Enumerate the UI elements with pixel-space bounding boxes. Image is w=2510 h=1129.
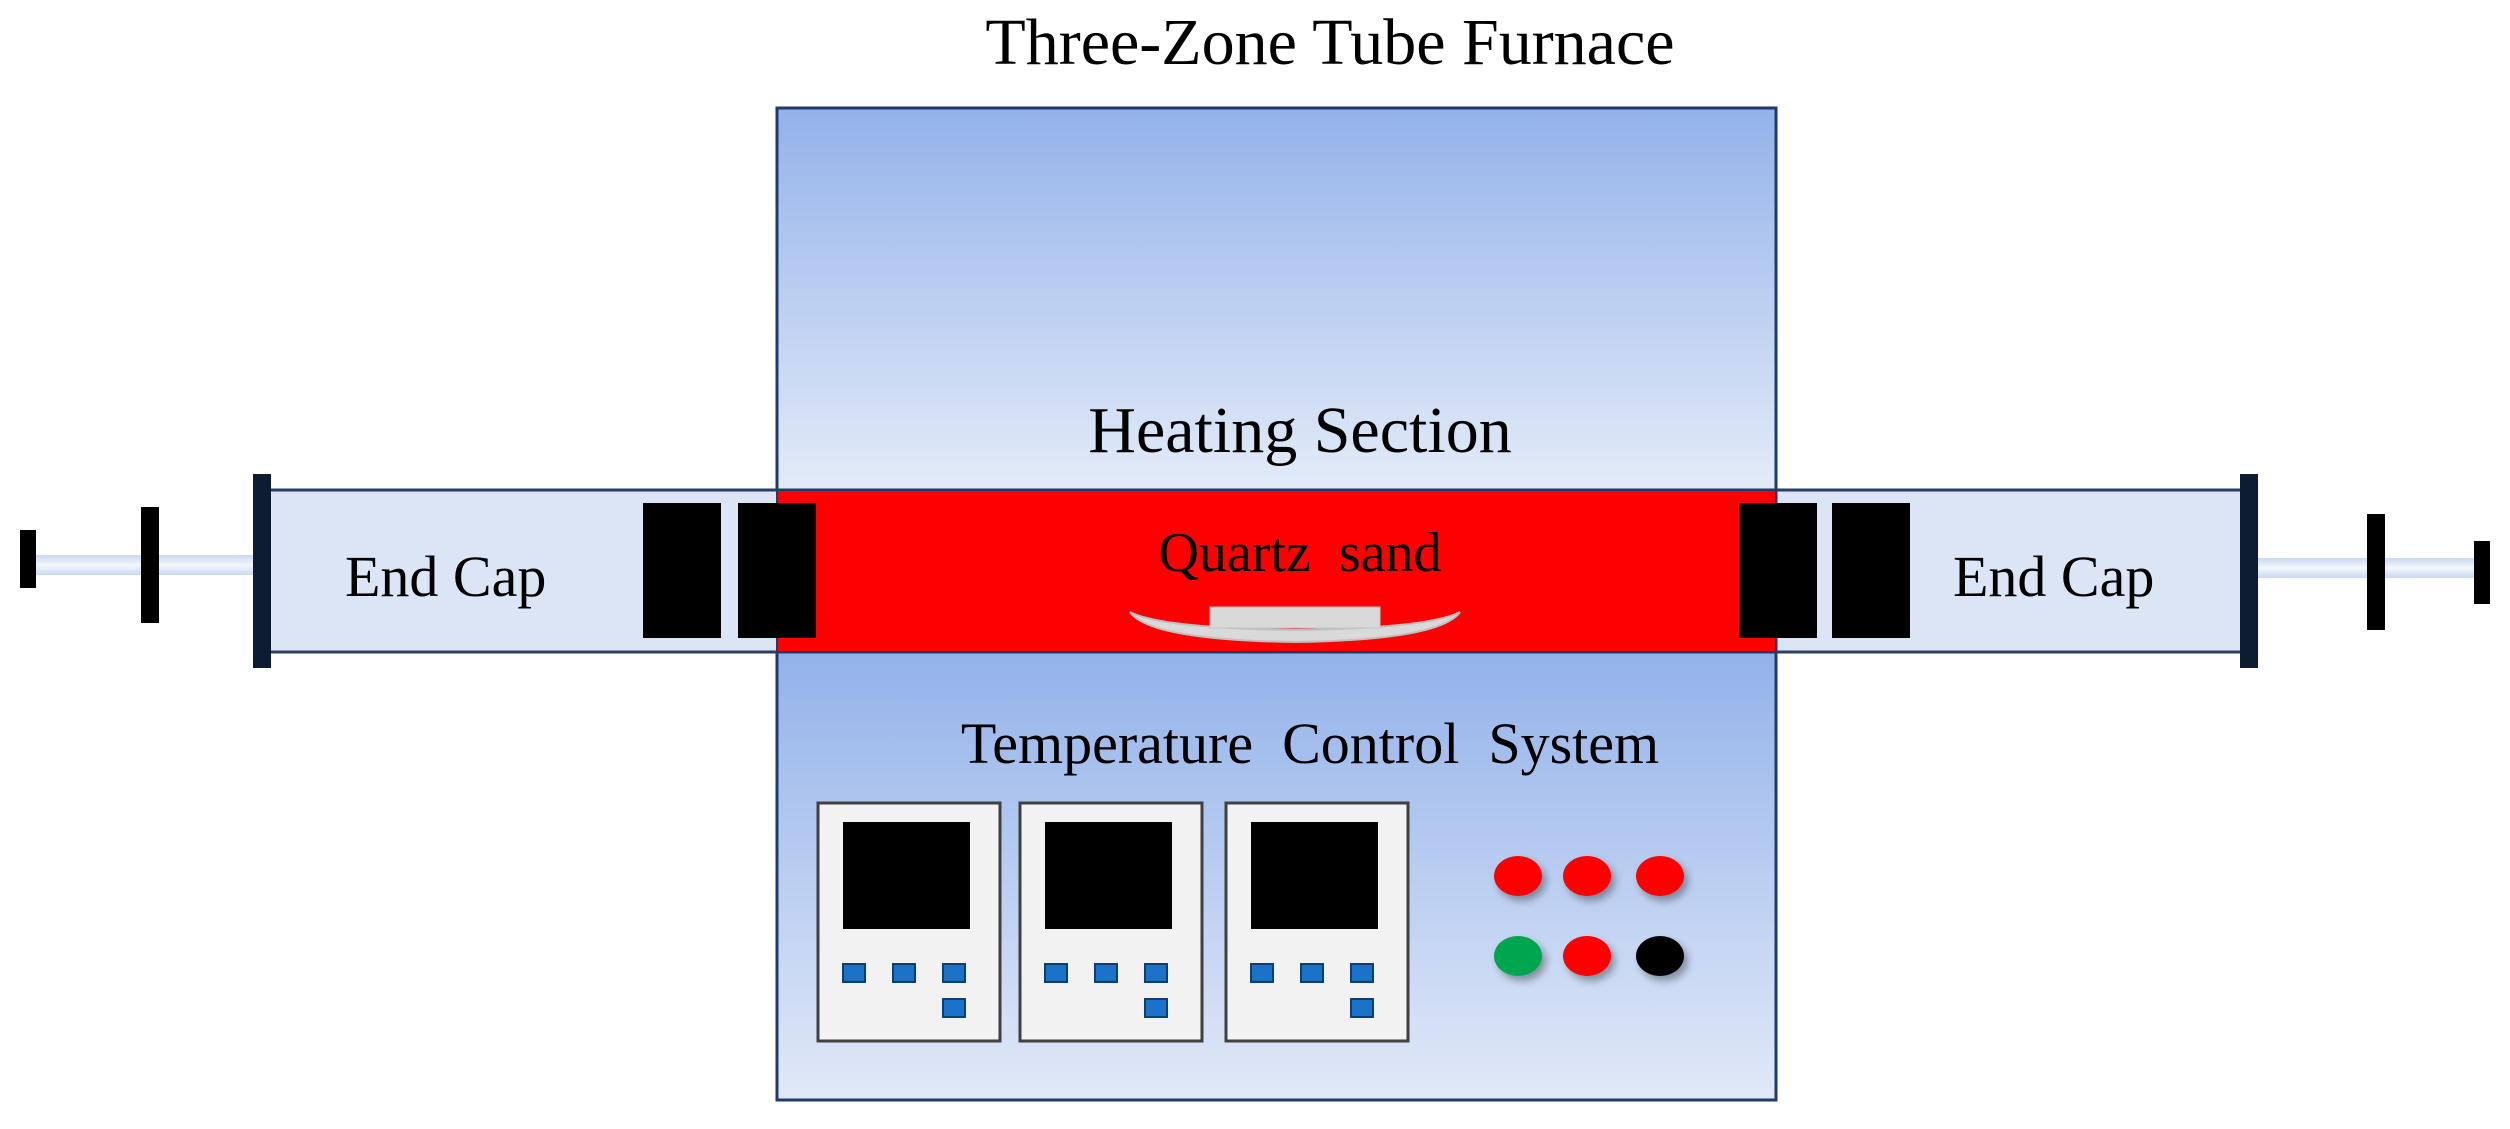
controller-button [1094,963,1118,983]
seal-block-right-1-front [1739,503,1817,638]
controller-button [842,963,866,983]
temperature-controller-2 [1018,801,1204,1043]
tube-rod-right-inner [2258,558,2370,578]
seal-block-left-2-front [738,503,816,638]
heating-section-label: Heating Section [1088,394,1512,467]
flange-left [253,474,271,668]
end-cap-left-label: End Cap [345,544,547,609]
controller-display [1045,822,1172,929]
indicator-light-red [1494,856,1542,896]
controller-button [1250,963,1274,983]
tube-rod-right-outer [2378,558,2490,578]
tube-rod-left-inner [155,555,260,575]
flange-right [2240,474,2258,668]
controller-display [1251,822,1378,929]
controller-button [942,998,966,1018]
temperature-controller-1 [816,801,1002,1043]
controller-button [1300,963,1324,983]
controller-display [843,822,970,929]
indicator-light-red [1563,856,1611,896]
controller-button [1350,998,1374,1018]
furnace-body-top [775,106,1778,492]
controller-button [892,963,916,983]
temperature-control-system-label: Temperature Control System [960,711,1660,776]
tube-rod-left-outer [28,555,150,575]
seal-block-left-1 [643,503,721,638]
controller-button [1144,998,1168,1018]
rod-clamp-left-2 [141,507,159,623]
seal-block-right-2 [1832,503,1910,638]
rod-clamp-left-1 [20,530,36,588]
quartz-sand-label: Quartz sand [1158,522,1442,584]
indicator-light-black [1636,936,1684,976]
rod-clamp-right-1 [2367,514,2385,630]
controller-button [1144,963,1168,983]
controller-button [1350,963,1374,983]
controller-button [1044,963,1068,983]
indicator-light-green [1494,936,1542,976]
diagram-title: Three-Zone Tube Furnace [985,6,1675,79]
controller-button [942,963,966,983]
temperature-controller-3 [1224,801,1410,1043]
indicator-lights [1494,856,1684,976]
end-cap-right-label: End Cap [1953,544,2155,609]
rod-clamp-right-2 [2474,541,2490,604]
quartz-sand-sample [1209,606,1381,629]
indicator-light-red [1563,936,1611,976]
indicator-light-red [1636,856,1684,896]
